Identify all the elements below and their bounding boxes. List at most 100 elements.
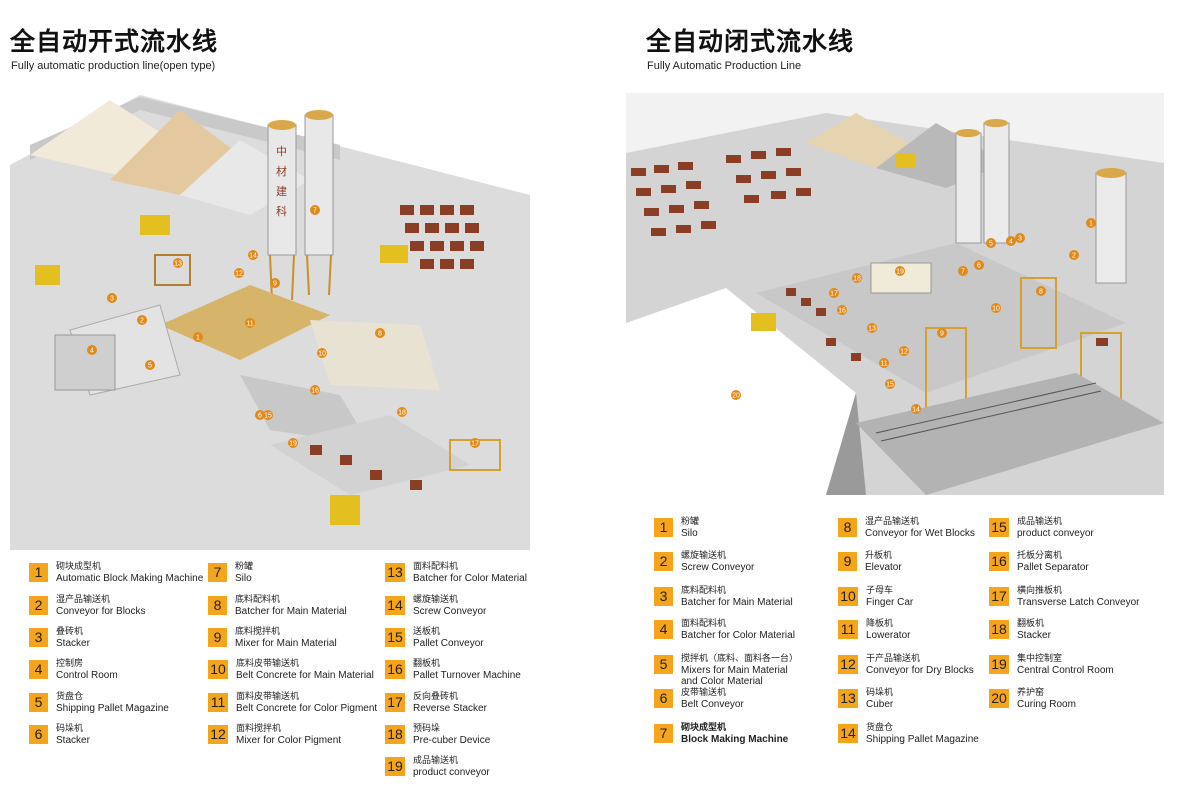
legend-number: 4 [654, 620, 673, 639]
legend-label-zh: 底料配料机 [235, 595, 281, 605]
legend-label-zh: 翻板机 [1017, 619, 1045, 629]
right-scene-label-5: 5 [989, 241, 993, 248]
scene-label-9: 9 [273, 281, 277, 288]
legend-label-en: Shipping Pallet Magazine [56, 703, 169, 714]
right-scene-label-19: 19 [896, 269, 904, 276]
legend-number: 7 [208, 563, 227, 582]
legend-number: 15 [989, 518, 1009, 537]
legend-label-en: Silo [681, 528, 698, 539]
scene-label-14: 14 [249, 253, 257, 260]
legend-label-en: Lowerator [866, 630, 911, 641]
silo-char-3: 建 [276, 184, 287, 198]
legend-number: 12 [208, 725, 228, 744]
legend-label-zh: 皮带输送机 [681, 688, 727, 698]
legend-label-zh: 控制房 [56, 659, 84, 669]
legend-number: 3 [29, 628, 48, 647]
legend-label-en: Belt Conveyor [681, 699, 744, 710]
scene-label-6: 6 [258, 413, 262, 420]
left-title-en: Fully automatic production line(open typ… [11, 60, 216, 72]
right-scene-label-10: 10 [992, 306, 1000, 313]
legend-number: 16 [989, 552, 1009, 571]
legend-label-zh: 底料配料机 [681, 586, 727, 596]
right-scene-label-11: 11 [880, 361, 887, 368]
legend-label-en: Screw Conveyor [413, 606, 487, 617]
legend-label-zh: 养护窑 [1017, 688, 1045, 698]
legend-label-en: Screw Conveyor [681, 562, 755, 573]
legend-label-zh: 底料皮带输送机 [236, 659, 300, 669]
scene-label-1: 1 [196, 335, 200, 342]
legend-number: 7 [654, 724, 673, 743]
legend-number: 5 [654, 655, 673, 674]
legend-label-zh: 螺旋输送机 [413, 595, 459, 605]
legend-number: 14 [385, 596, 405, 615]
scene-label-16: 16 [311, 388, 319, 395]
legend-number: 8 [208, 596, 227, 615]
legend-number: 17 [989, 587, 1009, 606]
legend-number: 19 [989, 655, 1009, 674]
right-title-zh: 全自动闭式流水线 [646, 27, 855, 56]
legend-label-en: product conveyor [1017, 528, 1094, 539]
legend-label-en: Automatic Block Making Machine [56, 573, 204, 584]
legend-label-zh: 翻板机 [413, 659, 441, 669]
silo-char-1: 中 [276, 145, 287, 158]
legend-label-zh: 面料搅拌机 [236, 724, 282, 734]
right-scene-label-2: 2 [1072, 253, 1076, 260]
closed-line-illustration: 1 2 3 4 5 6 7 8 9 10 11 12 13 14 15 16 1… [626, 93, 1164, 495]
legend-label-en: Pallet Separator [1017, 562, 1089, 573]
legend-label-en: Block Making Machine [681, 734, 789, 745]
legend-number: 12 [838, 655, 858, 674]
legend-label-en: Mixer for Color Pigment [236, 735, 342, 746]
legend-label-en: Batcher for Color Material [413, 573, 527, 584]
legend-label-zh: 货盘仓 [56, 692, 84, 702]
right-scene-label-16: 16 [838, 308, 846, 315]
legend-label-en: Conveyor for Wet Blocks [865, 528, 975, 539]
legend-label-zh: 湿产品输送机 [56, 595, 111, 605]
legend-number: 10 [838, 587, 858, 606]
legend-number: 17 [385, 693, 405, 712]
legend-label-zh: 码垛机 [866, 688, 894, 698]
legend-label-zh: 砌块成型机 [56, 562, 102, 572]
legend-label-zh: 反向叠砖机 [413, 692, 459, 702]
legend-label-en: Pallet Conveyor [413, 638, 484, 649]
right-title-en: Fully Automatic Production Line [647, 60, 802, 72]
legend-label-zh: 降板机 [866, 619, 894, 629]
legend-label-en: Batcher for Main Material [681, 597, 793, 608]
scene-label-4: 4 [90, 348, 94, 355]
legend-number: 1 [654, 518, 673, 537]
legend-label-en: Batcher for Color Material [681, 630, 795, 641]
legend-label-en: Elevator [865, 562, 902, 573]
legend-label-en: Shipping Pallet Magazine [866, 734, 979, 745]
legend-label-zh: 粉罐 [235, 562, 254, 572]
legend-label-en: Stacker [56, 638, 90, 649]
legend-label-zh: 升板机 [865, 551, 893, 561]
scene-label-10: 10 [318, 351, 326, 358]
legend-label-zh: 底料搅拌机 [235, 627, 281, 637]
legend-label-en: Cuber [866, 699, 894, 710]
right-scene-label-15: 15 [886, 382, 894, 389]
legend-label-zh: 预码垛 [413, 724, 441, 734]
legend-number: 3 [654, 587, 673, 606]
legend-number: 15 [385, 628, 405, 647]
legend-label-en: Belt Concrete for Color Pigment [236, 703, 378, 714]
legend-label-zh: 子母车 [866, 586, 894, 596]
right-scene-label-7: 7 [961, 269, 965, 276]
legend-number: 1 [29, 563, 48, 582]
legend-label-en: Conveyor for Dry Blocks [866, 665, 974, 676]
right-scene-label-20: 20 [732, 393, 740, 400]
